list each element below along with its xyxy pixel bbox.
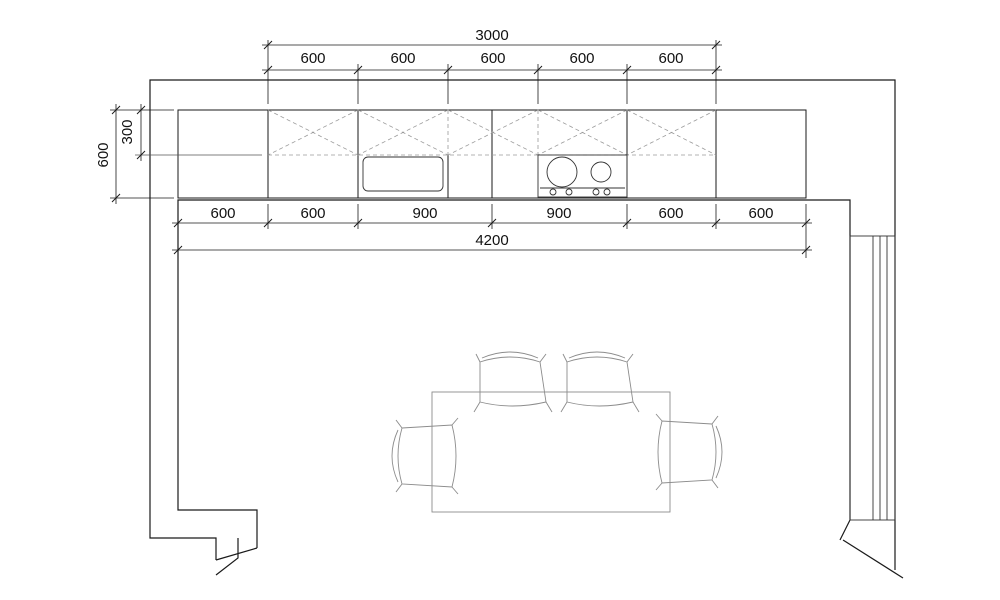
sink [362, 156, 444, 192]
left-outer-wall [149, 79, 896, 570]
chair-top-right [560, 351, 640, 413]
inner-wall [177, 199, 851, 548]
dim-lower-module: 900 [546, 205, 571, 222]
dim-lower-module: 600 [210, 205, 235, 222]
dim-lower-module: 600 [300, 205, 325, 222]
dim-lower-module: 600 [658, 205, 683, 222]
dim-side-height: 600 [95, 142, 112, 167]
kitchen-counter [177, 109, 807, 199]
dim-lower-total: 4200 [475, 232, 508, 249]
room-walls [149, 79, 904, 579]
dim-upper-module: 600 [569, 50, 594, 67]
dim-upper-module: 600 [300, 50, 325, 67]
cooktop [537, 154, 628, 198]
dim-upper-module: 600 [658, 50, 683, 67]
upper-cabinets [267, 109, 717, 156]
chair-top-left [473, 351, 553, 413]
dim-lower-module: 600 [748, 205, 773, 222]
outer-wall [215, 538, 239, 576]
chair-right [655, 413, 723, 491]
dim-lower-module: 900 [412, 205, 437, 222]
wall-break-right [842, 539, 904, 579]
window [849, 235, 896, 521]
dining-table [431, 391, 671, 513]
wall-break-left [215, 547, 258, 561]
dim-upper-total: 3000 [475, 27, 508, 44]
dim-side-upper: 300 [119, 119, 136, 144]
chair-left [391, 417, 459, 495]
dimension-labels: 3000 600 600 600 600 600 600 600 900 900… [95, 27, 774, 249]
dimension-lines [110, 40, 812, 258]
dim-upper-module: 600 [480, 50, 505, 67]
dim-upper-module: 600 [390, 50, 415, 67]
